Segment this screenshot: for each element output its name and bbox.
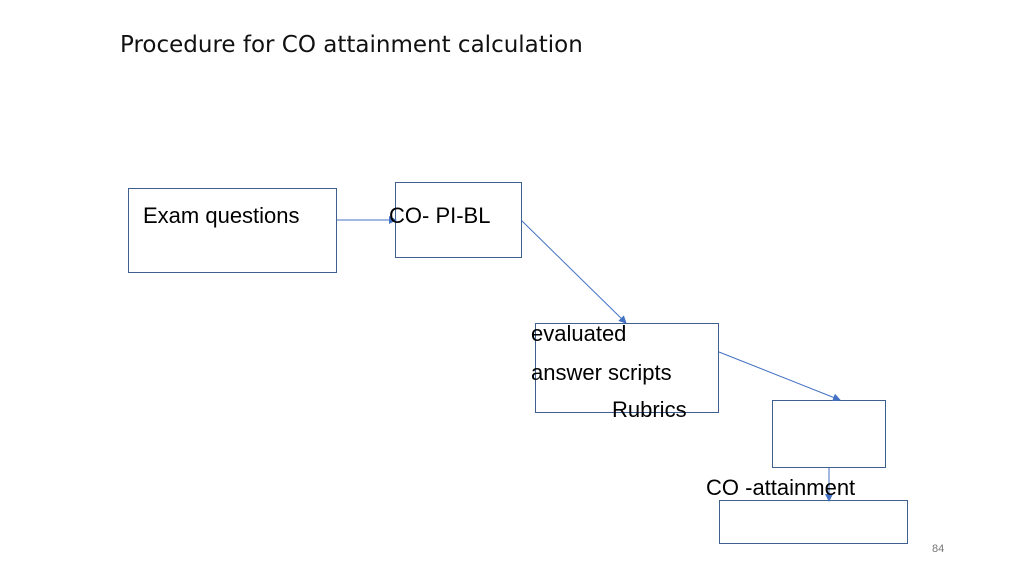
arrow-evaluated-to-rubrics — [718, 351, 841, 402]
co-attainment-label: CO -attainment — [706, 475, 856, 500]
co-pi-bl-label: CO- PI-BL — [389, 203, 491, 228]
answer-scripts-label: answer scripts — [531, 360, 672, 385]
rubrics-box — [772, 400, 886, 468]
evaluated-label: evaluated — [531, 321, 627, 346]
co-attainment-box — [719, 500, 908, 544]
exam-questions-label: Exam questions — [143, 203, 300, 228]
rubrics-label: Rubrics — [612, 397, 687, 422]
slide-title: Procedure for CO attainment calculation — [120, 32, 583, 58]
exam-questions-box — [128, 188, 337, 273]
evaluated-scripts-box — [535, 323, 719, 413]
arrow-copibl-to-evaluated — [520, 219, 627, 324]
slide-number: 84 — [932, 543, 945, 555]
